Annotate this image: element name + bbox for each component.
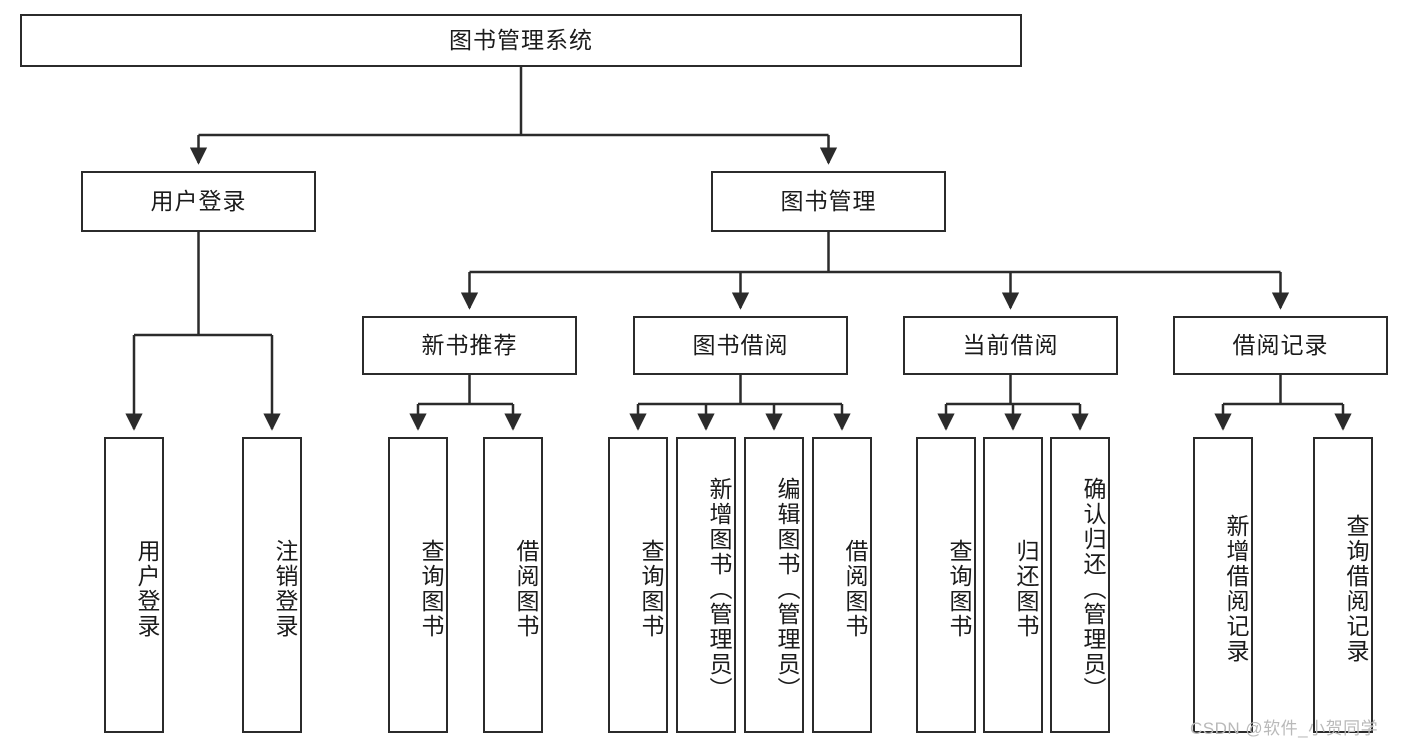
node-user-login[interactable]: 用户登录 xyxy=(81,171,316,232)
node-borrow-records-label: 借阅记录 xyxy=(1232,331,1329,358)
node-leaf-logout-label: 注销登录 xyxy=(272,539,298,639)
node-leaf-return-book[interactable]: 归还图书 xyxy=(983,437,1043,733)
node-leaf-borrow-book-recommend-label: 借阅图书 xyxy=(513,539,539,639)
node-leaf-edit-book[interactable]: 编辑图书（管理员） xyxy=(744,437,804,733)
node-leaf-edit-book-label: 编辑图书（管理员） xyxy=(774,476,800,702)
node-leaf-query-book-recommend[interactable]: 查询图书 xyxy=(388,437,448,733)
node-root-label: 图书管理系统 xyxy=(449,26,593,53)
node-root[interactable]: 图书管理系统 xyxy=(20,14,1022,67)
node-leaf-return-book-label: 归还图书 xyxy=(1013,539,1039,639)
node-leaf-user-login[interactable]: 用户登录 xyxy=(104,437,164,733)
node-leaf-query-book-current-label: 查询图书 xyxy=(946,539,972,639)
node-leaf-add-borrow-record-label: 新增借阅记录 xyxy=(1223,514,1249,664)
node-book-management-label: 图书管理 xyxy=(780,187,877,214)
node-leaf-logout[interactable]: 注销登录 xyxy=(242,437,302,733)
node-leaf-query-book-borrow-label: 查询图书 xyxy=(638,539,664,639)
node-current-borrow-label: 当前借阅 xyxy=(962,331,1059,358)
node-leaf-confirm-return-label: 确认归还（管理员） xyxy=(1080,476,1106,702)
node-user-login-label: 用户登录 xyxy=(150,187,247,214)
node-current-borrow[interactable]: 当前借阅 xyxy=(903,316,1118,375)
node-leaf-borrow-book[interactable]: 借阅图书 xyxy=(812,437,872,733)
node-leaf-confirm-return[interactable]: 确认归还（管理员） xyxy=(1050,437,1110,733)
node-leaf-query-borrow-record[interactable]: 查询借阅记录 xyxy=(1313,437,1373,733)
node-leaf-add-book-label: 新增图书（管理员） xyxy=(706,476,732,702)
node-new-book-recommend[interactable]: 新书推荐 xyxy=(362,316,577,375)
node-book-borrow-label: 图书借阅 xyxy=(692,331,789,358)
node-leaf-add-book[interactable]: 新增图书（管理员） xyxy=(676,437,736,733)
node-leaf-borrow-book-recommend[interactable]: 借阅图书 xyxy=(483,437,543,733)
watermark-credit: CSDN @软件_小贺同学 xyxy=(1190,719,1379,738)
node-leaf-user-login-label: 用户登录 xyxy=(134,539,160,639)
node-new-book-recommend-label: 新书推荐 xyxy=(421,331,518,358)
node-leaf-query-book-current[interactable]: 查询图书 xyxy=(916,437,976,733)
node-borrow-records[interactable]: 借阅记录 xyxy=(1173,316,1388,375)
node-book-management[interactable]: 图书管理 xyxy=(711,171,946,232)
node-leaf-add-borrow-record[interactable]: 新增借阅记录 xyxy=(1193,437,1253,733)
node-leaf-query-book-recommend-label: 查询图书 xyxy=(418,539,444,639)
node-leaf-borrow-book-label: 借阅图书 xyxy=(842,539,868,639)
node-book-borrow[interactable]: 图书借阅 xyxy=(633,316,848,375)
node-leaf-query-borrow-record-label: 查询借阅记录 xyxy=(1343,514,1369,664)
node-leaf-query-book-borrow[interactable]: 查询图书 xyxy=(608,437,668,733)
